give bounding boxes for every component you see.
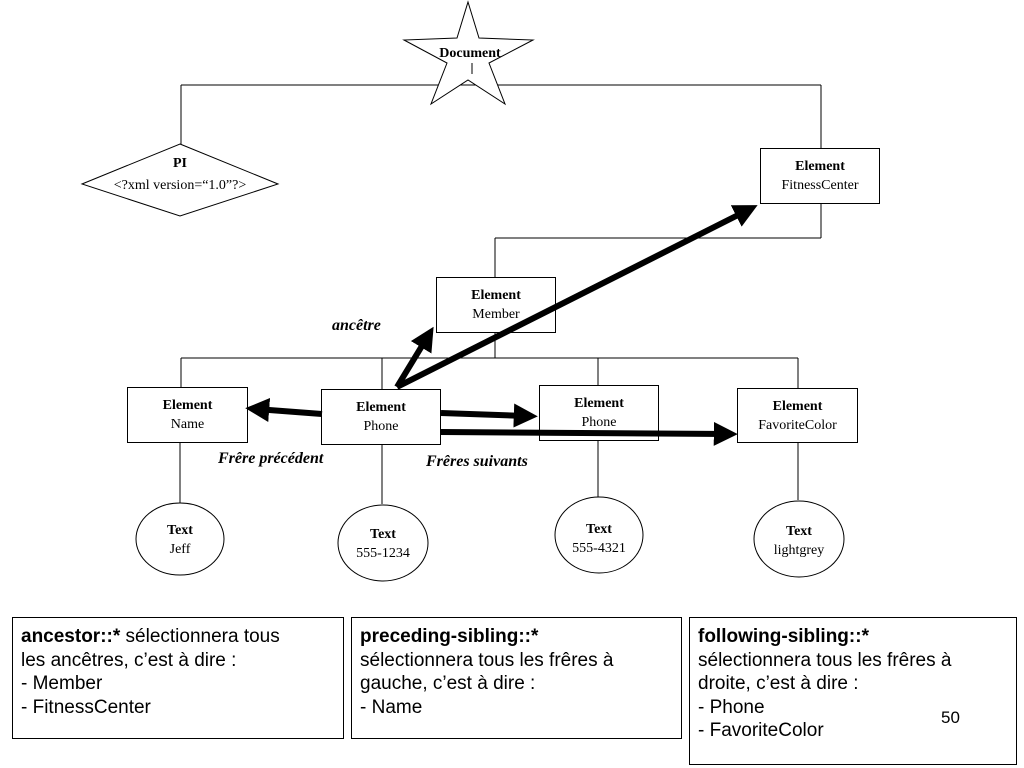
element-type: Element (574, 396, 624, 411)
note-line: ancestor::* sélectionnera tous (21, 625, 335, 649)
note-code: ancestor::* (21, 626, 121, 647)
element-favoritecolor: Element FavoriteColor (737, 388, 858, 443)
element-value: Phone (363, 419, 399, 434)
text-node-555-1234: Text 555-1234 (337, 504, 429, 582)
note-line: - FitnessCenter (21, 696, 151, 718)
pi-value: <?xml version=“1.0”?> (114, 178, 247, 193)
element-type: Element (356, 400, 406, 415)
element-phone-current: Element Phone (321, 389, 441, 445)
element-type: Element (471, 288, 521, 303)
note-preceding-sibling: preceding-sibling::* sélectionnera tous … (351, 617, 682, 739)
text-type: Text (167, 523, 193, 538)
pi-type: PI (173, 156, 187, 171)
text-node-jeff: Text Jeff (135, 502, 225, 576)
circle-shape (753, 500, 845, 578)
circle-shape (554, 496, 644, 574)
text-node-lightgrey: Text lightgrey (753, 500, 845, 578)
text-value: lightgrey (774, 543, 825, 558)
element-value: Member (472, 307, 520, 322)
element-type: Element (162, 398, 213, 413)
text-value: Jeff (170, 542, 191, 557)
text-type: Text (786, 524, 812, 539)
note-line: gauche, c’est à dire : (360, 673, 536, 694)
star-shape (402, 0, 535, 106)
element-value: Phone (581, 415, 617, 430)
note-text: sélectionnera tous (120, 626, 280, 647)
note-ancestor: ancestor::* sélectionnera tous les ancêt… (12, 617, 344, 739)
note-line: - Name (360, 696, 423, 718)
element-type: Element (772, 398, 823, 414)
text-node-555-4321: Text 555-4321 (554, 496, 644, 574)
document-label: Document (439, 46, 501, 61)
slide-number: 50 (941, 708, 960, 727)
document-node: Document (402, 0, 535, 106)
text-value: 555-4321 (572, 541, 626, 556)
element-member: Element Member (436, 277, 556, 333)
note-following-sibling: following-sibling::* sélectionnera tous … (689, 617, 1017, 765)
note-code: following-sibling::* (698, 626, 869, 647)
note-line: sélectionnera tous les frêres à (360, 649, 614, 671)
element-value: FavoriteColor (758, 417, 837, 433)
circle-shape (135, 502, 225, 576)
element-name: Element Name (127, 387, 248, 443)
text-type: Text (586, 522, 612, 537)
note-line: les ancêtres, c’est à dire : (21, 649, 237, 671)
text-type: Text (370, 527, 396, 542)
element-value: Name (170, 417, 205, 432)
circle-shape (337, 504, 429, 582)
note-line: - Phone (698, 696, 765, 718)
note-line: droite, c’est à dire : (698, 673, 859, 694)
note-line: sélectionnera tous les frêres à (698, 649, 952, 671)
pi-node: PI <?xml version=“1.0”?> (80, 143, 280, 217)
note-line: - Member (21, 673, 103, 694)
text-value: 555-1234 (356, 546, 410, 561)
element-type: Element (795, 159, 845, 174)
element-value: FitnessCenter (781, 178, 859, 193)
note-line: - FavoriteColor (698, 720, 824, 741)
note-code: preceding-sibling::* (360, 626, 539, 647)
diamond-shape (80, 143, 280, 217)
element-phone-sibling: Element Phone (539, 385, 659, 441)
element-fitnesscenter: Element FitnessCenter (760, 148, 880, 204)
